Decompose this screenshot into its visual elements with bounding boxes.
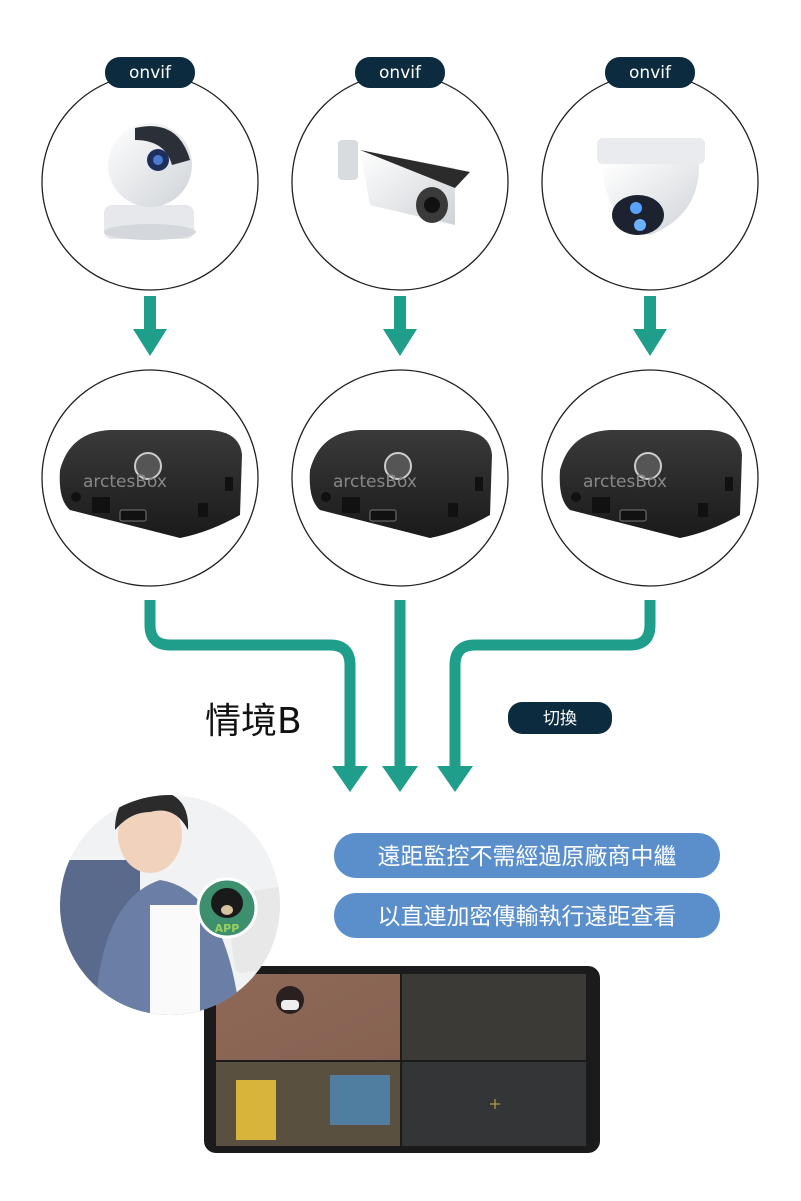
- onvif-badge-3: onvif: [605, 57, 695, 88]
- svg-text:arctesBox: arctesBox: [583, 472, 667, 492]
- scenario-label: 情境B: [205, 701, 302, 742]
- arctes-box-device-icon: arctesBox: [559, 430, 742, 538]
- onvif-badge-2: onvif: [355, 57, 445, 88]
- arrow-down-icon: [332, 766, 368, 792]
- ptz-camera-icon: [104, 123, 196, 240]
- arctes-box-node-1: arctesBox: [41, 369, 259, 587]
- camera-node-2: [291, 73, 509, 291]
- svg-text:onvif: onvif: [379, 63, 422, 83]
- svg-text:切換: 切換: [543, 709, 577, 729]
- arrow-down-icon: [633, 296, 667, 356]
- svg-text:arctesBox: arctesBox: [333, 472, 417, 492]
- svg-text:onvif: onvif: [129, 63, 172, 83]
- feature-badge-1: 遠距監控不需經過原廠商中繼: [334, 833, 720, 878]
- svg-text:arctesBox: arctesBox: [83, 472, 167, 492]
- phone-monitor-view: [204, 966, 600, 1153]
- add-camera-icon[interactable]: [490, 1099, 500, 1109]
- camera-node-1: [41, 73, 259, 291]
- svg-text:APP: APP: [215, 922, 240, 935]
- switch-button[interactable]: 切換: [508, 702, 612, 734]
- arrow-down-icon: [383, 296, 417, 356]
- arrow-down-icon: [382, 766, 418, 792]
- svg-text:遠距監控不需經過原廠商中繼: 遠距監控不需經過原廠商中繼: [378, 844, 677, 870]
- arctes-box-node-3: arctesBox: [541, 369, 759, 587]
- app-badge: APP: [196, 877, 258, 939]
- arrow-down-icon: [133, 296, 167, 356]
- svg-text:onvif: onvif: [629, 63, 672, 83]
- arctes-box-device-icon: arctesBox: [309, 430, 492, 538]
- arctes-box-device-icon: arctesBox: [59, 430, 242, 538]
- turret-camera-icon: [597, 138, 705, 235]
- feature-badge-2: 以直連加密傳輸執行遠距查看: [334, 893, 720, 938]
- camera-feed-2: [402, 974, 586, 1060]
- svg-text:以直連加密傳輸執行遠距查看: 以直連加密傳輸執行遠距查看: [378, 904, 677, 930]
- flow-lines: [144, 600, 656, 770]
- onvif-badge-1: onvif: [105, 57, 195, 88]
- arctes-box-node-2: arctesBox: [291, 369, 509, 587]
- arrow-down-icon: [437, 766, 473, 792]
- bullet-camera-icon: [338, 140, 470, 225]
- camera-node-3: [541, 73, 759, 291]
